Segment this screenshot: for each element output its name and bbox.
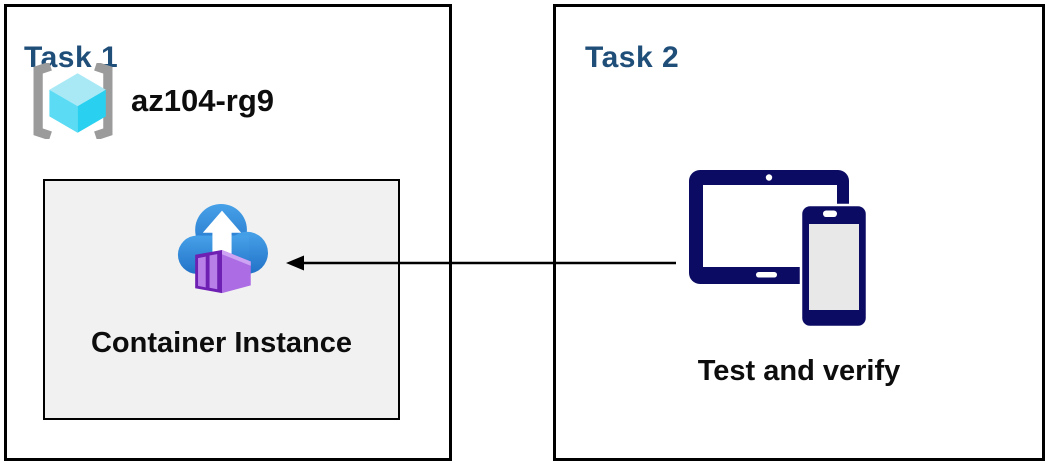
resource-group-name: az104-rg9 xyxy=(131,83,275,118)
tablet-phone-icon xyxy=(689,170,869,329)
phone-icon xyxy=(799,203,869,329)
resource-group-icon xyxy=(33,63,113,139)
test-verify-label: Test and verify xyxy=(697,355,901,387)
task1-box: Task 1 az104-rg9 xyxy=(4,4,452,461)
connector-arrow-icon xyxy=(286,255,676,271)
container-instance-box: Container Instance xyxy=(43,179,400,420)
upload-arrow-icon xyxy=(202,210,241,259)
task2-box: Task 2 Test and verify xyxy=(553,4,1045,461)
container-cube-icon xyxy=(194,249,251,294)
task2-title: Task 2 xyxy=(585,40,680,74)
container-instance-label: Container Instance xyxy=(90,327,353,359)
container-instance-cloud-icon xyxy=(177,203,268,294)
